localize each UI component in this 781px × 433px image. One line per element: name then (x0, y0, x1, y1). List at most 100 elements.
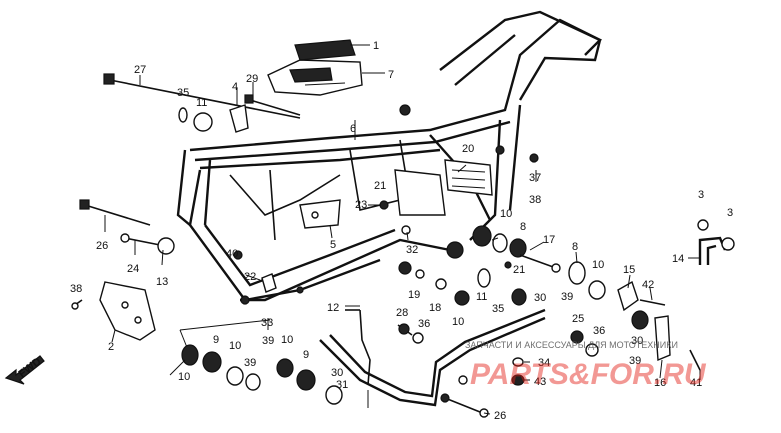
callout-4: 4 (232, 81, 238, 93)
callout-10a: 10 (178, 371, 190, 383)
callout-14: 14 (672, 253, 684, 265)
callout-21: 21 (374, 180, 386, 192)
callout-36: 36 (418, 318, 430, 330)
lower-cradle-bar-12 (319, 308, 546, 407)
bracket-4 (229, 104, 249, 133)
callout-21b: 21 (513, 264, 525, 276)
bolt-26-left (79, 199, 151, 226)
callout-labels: 1 2 3 3 4 5 6 7 8 8 9 9 10 10 10 10 10 1… (70, 40, 733, 422)
callout-34: 34 (538, 357, 550, 369)
callout-16: 16 (654, 377, 666, 389)
clip-22 (261, 273, 277, 293)
callout-29: 29 (246, 73, 258, 85)
callout-6: 6 (350, 123, 356, 135)
callout-41: 41 (690, 377, 702, 389)
collar-8-right (568, 261, 586, 285)
callout-28: 28 (396, 307, 408, 319)
bracket-15 (617, 280, 639, 312)
callout-43: 43 (534, 376, 546, 388)
callout-1: 1 (373, 40, 379, 52)
callout-36b: 36 (593, 325, 605, 337)
forward-direction-arrow: FWD (4, 355, 45, 385)
bushing-10-right (588, 280, 606, 300)
bushing-11 (193, 112, 213, 132)
callout-5: 5 (330, 239, 336, 251)
callout-22: 22 (244, 271, 256, 283)
bolt-37 (529, 153, 539, 163)
nut-40 (233, 250, 243, 260)
callout-3: 3 (698, 189, 704, 201)
callout-7: 7 (388, 69, 394, 81)
callout-19: 19 (408, 289, 420, 301)
long-bolt-27 (103, 73, 301, 119)
bushing-30-right (631, 310, 649, 330)
callout-10f: 10 (592, 259, 604, 271)
bolt-41 (689, 349, 701, 371)
hose-14 (697, 219, 735, 265)
callout-38b: 38 (70, 283, 82, 295)
callout-31: 31 (336, 379, 348, 391)
callout-32: 32 (406, 244, 418, 256)
bolt-26-bottom (440, 393, 489, 418)
nut-25 (570, 330, 584, 344)
bolt-28 (397, 323, 413, 336)
nut-36-center (412, 332, 424, 344)
small-hardware-center (379, 200, 512, 269)
top-plate-part-1 (294, 39, 356, 61)
main-frame (176, 10, 603, 305)
bolt-38-left (71, 299, 83, 310)
bolt-42 (639, 299, 666, 306)
callout-39c: 39 (561, 291, 573, 303)
callout-30: 30 (534, 292, 546, 304)
bolt-29 (244, 94, 301, 116)
callout-23: 23 (355, 199, 367, 211)
collar-13 (157, 237, 175, 255)
callout-37: 37 (529, 172, 541, 184)
callout-39b: 39 (244, 357, 256, 369)
callout-13: 13 (156, 276, 168, 288)
callout-10b: 10 (229, 340, 241, 352)
callout-12: 12 (327, 302, 339, 314)
callout-18: 18 (429, 302, 441, 314)
callout-26b: 26 (494, 410, 506, 422)
callout-9b: 9 (303, 349, 309, 361)
callout-26: 26 (96, 240, 108, 252)
bolt-34-43 (511, 357, 525, 386)
callout-8: 8 (520, 221, 526, 233)
callout-30c: 30 (331, 367, 343, 379)
callout-15: 15 (623, 264, 635, 276)
washer-35 (178, 107, 188, 123)
callout-35b: 35 (492, 303, 504, 315)
callout-20: 20 (462, 143, 474, 155)
callout-9: 9 (213, 334, 219, 346)
callout-24: 24 (127, 263, 139, 275)
callout-11b: 11 (476, 291, 487, 303)
callout-30b: 30 (631, 335, 643, 347)
bolt-24 (120, 233, 161, 246)
callout-33: 33 (261, 317, 273, 329)
callout-11: 11 (196, 97, 207, 109)
callout-42: 42 (642, 279, 654, 291)
callout-10e: 10 (500, 208, 512, 220)
nut-36-right (585, 343, 599, 357)
tray-part-7 (267, 59, 363, 96)
lower-mount-group-left (179, 319, 343, 405)
callout-27: 27 (134, 64, 146, 76)
mount-bolts-center (398, 225, 527, 306)
callout-35: 35 (177, 87, 189, 99)
bracket-16 (654, 315, 671, 362)
callout-17: 17 (543, 234, 555, 246)
callout-10d: 10 (452, 316, 464, 328)
callout-39: 39 (262, 335, 274, 347)
callout-40: 40 (226, 248, 238, 260)
callout-39d: 39 (629, 355, 641, 367)
callout-10c: 10 (281, 334, 293, 346)
cover-plate-2 (99, 281, 156, 341)
callout-38: 38 (529, 194, 541, 206)
callout-8b: 8 (572, 241, 578, 253)
watermark-brand: PARTS&FOR.RU (470, 358, 707, 391)
callout-2: 2 (108, 341, 114, 353)
watermark: ЗАПЧАСТИ И АКСЕССУАРЫ ДЛЯ МОТОТЕХНИКИ PA… (465, 340, 707, 391)
leader-lines (104, 44, 701, 415)
